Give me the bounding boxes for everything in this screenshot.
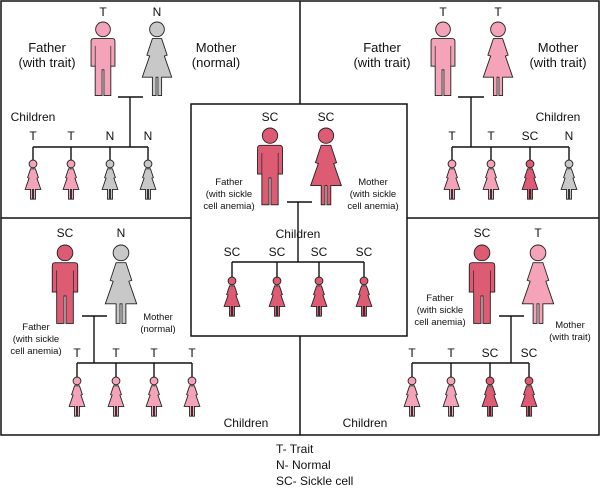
panel-center-father-label-line-3: cell anemia) xyxy=(203,201,254,212)
panel-bottom-left-father-label-line-2: (with sickle xyxy=(13,334,59,345)
panel-top-right-father-code: T xyxy=(439,5,447,19)
panel-center-father-code: SC xyxy=(262,110,279,124)
panel-center-children-label: Children xyxy=(276,227,321,241)
legend-sickle-cell: SC- Sickle cell xyxy=(276,474,354,488)
panel-top-left-father-label-line-2: (with trait) xyxy=(18,55,75,70)
figures-layer xyxy=(24,21,578,417)
panel-center-mother-figure xyxy=(310,127,342,206)
panel-top-right-child-code-4: N xyxy=(565,129,574,143)
panel-top-left-child-figure-3 xyxy=(101,159,119,200)
panel-top-right-child-figure-1 xyxy=(443,159,461,200)
panel-center-mother-label-line-3: cell anemia) xyxy=(347,201,398,212)
panel-center-child-figure-4 xyxy=(355,276,373,317)
panel-top-right-child-code-2: T xyxy=(487,129,495,143)
panel-bottom-right-father-label-line-1: Father xyxy=(426,293,453,304)
panel-center-child-code-4: SC xyxy=(356,245,373,259)
panel-bottom-left-mother-label-line-1: Mother xyxy=(143,312,173,323)
panel-bottom-left-child-figure-3 xyxy=(145,376,163,417)
panel-top-left-children-label: Children xyxy=(11,110,56,124)
panel-bottom-left-child-figure-4 xyxy=(183,376,201,417)
panel-top-right-child-figure-3 xyxy=(521,159,539,200)
panel-bottom-right-child-code-4: SC xyxy=(521,346,538,360)
panel-bottom-left-father-code: SC xyxy=(57,226,74,240)
panel-bottom-left-child-figure-2 xyxy=(107,376,125,417)
panel-bottom-left-father-label-line-3: cell anemia) xyxy=(10,346,61,357)
panel-bottom-right-mother-figure xyxy=(521,244,555,324)
center-box xyxy=(190,103,408,337)
panel-bottom-left-child-code-4: T xyxy=(188,346,196,360)
panel-bottom-right-father-label-line-3: cell anemia) xyxy=(414,317,465,328)
panel-top-left-child-code-2: T xyxy=(67,129,75,143)
panel-top-right-mother-label-line-2: (with trait) xyxy=(529,55,586,70)
panel-bottom-left-children-label: Children xyxy=(224,416,269,430)
panel-bottom-right-child-figure-4 xyxy=(520,376,538,417)
panel-top-right-father-label-line-2: (with trait) xyxy=(353,55,410,70)
panel-center-child-figure-2 xyxy=(268,276,286,317)
panel-bottom-left-child-code-2: T xyxy=(112,346,120,360)
panel-center-child-code-1: SC xyxy=(224,245,241,259)
panel-bottom-right-father-figure xyxy=(468,244,496,324)
panel-top-left-child-code-3: N xyxy=(106,129,115,143)
panel-top-right-children-label: Children xyxy=(536,110,581,124)
panel-center-father-label-line-1: Father xyxy=(215,177,242,188)
panel-top-left-mother-code: N xyxy=(153,5,162,19)
panel-top-right-child-code-3: SC xyxy=(522,129,539,143)
panel-bottom-left-father-figure xyxy=(51,244,79,324)
panel-bottom-right-children-label: Children xyxy=(343,416,388,430)
panel-top-left-mother-label-line-1: Mother xyxy=(196,40,237,55)
panel-top-left-mother-figure xyxy=(141,21,173,97)
panel-center-child-code-3: SC xyxy=(311,245,328,259)
panel-top-right-mother-label-line-1: Mother xyxy=(538,40,579,55)
panel-top-right-child-figure-4 xyxy=(560,159,578,200)
panel-top-left-child-figure-4 xyxy=(139,159,157,200)
panel-top-left-father-code: T xyxy=(99,5,107,19)
panel-bottom-right-father-label-line-2: (with sickle xyxy=(417,305,463,316)
panel-bottom-right-child-figure-2 xyxy=(442,376,460,417)
panel-top-left-child-figure-2 xyxy=(62,159,80,200)
panel-center-mother-label-line-1: Mother xyxy=(358,177,388,188)
panel-top-left-father-label-line-1: Father xyxy=(28,40,66,55)
panel-bottom-right-child-code-3: SC xyxy=(482,346,499,360)
panel-center-child-code-2: SC xyxy=(269,245,286,259)
panel-bottom-left-mother-label-line-2: (normal) xyxy=(140,324,175,335)
panel-center-mother-code: SC xyxy=(318,110,335,124)
panel-top-left-child-code-4: N xyxy=(144,129,153,143)
panel-bottom-left-father-label-line-1: Father xyxy=(22,322,49,333)
legend: T- Trait N- Normal SC- Sickle cell xyxy=(276,441,416,489)
panel-bottom-right-child-figure-1 xyxy=(403,376,421,417)
panel-center-father-label-line-2: (with sickle xyxy=(206,189,252,200)
panel-bottom-right-child-figure-3 xyxy=(481,376,499,417)
panel-bottom-left-mother-code: N xyxy=(117,226,126,240)
panel-center-child-figure-1 xyxy=(223,276,241,317)
panel-top-right-father-label-line-1: Father xyxy=(363,40,401,55)
legend-normal: N- Normal xyxy=(276,458,331,472)
panel-bottom-right-child-code-1: T xyxy=(408,346,416,360)
panel-top-left-child-figure-1 xyxy=(24,159,42,200)
panel-top-right-child-figure-2 xyxy=(482,159,500,200)
panel-top-left-mother-label-line-2: (normal) xyxy=(192,55,240,70)
panel-bottom-left-child-figure-1 xyxy=(68,376,86,417)
panel-bottom-right-mother-label-line-2: (with trait) xyxy=(549,332,591,343)
panel-bottom-left-child-code-3: T xyxy=(150,346,158,360)
panel-bottom-left-mother-figure xyxy=(104,244,138,324)
panel-top-right-child-code-1: T xyxy=(448,129,456,143)
panel-top-left-child-code-1: T xyxy=(29,129,37,143)
panel-center-child-figure-3 xyxy=(310,276,328,317)
panel-center-mother-label-line-2: (with sickle xyxy=(350,189,396,200)
panel-top-right-mother-figure xyxy=(482,21,514,97)
panel-bottom-left-child-code-1: T xyxy=(73,346,81,360)
panel-top-right-father-figure xyxy=(430,21,456,97)
panel-bottom-right-mother-code: T xyxy=(534,226,542,240)
legend-trait: T- Trait xyxy=(276,442,314,456)
panel-bottom-right-mother-label-line-1: Mother xyxy=(555,320,585,331)
panel-bottom-right-father-code: SC xyxy=(474,226,491,240)
panel-top-right-mother-code: T xyxy=(494,5,502,19)
panel-top-left-father-figure xyxy=(90,21,116,97)
panel-bottom-right-child-code-2: T xyxy=(447,346,455,360)
panel-center-father-figure xyxy=(257,127,283,206)
